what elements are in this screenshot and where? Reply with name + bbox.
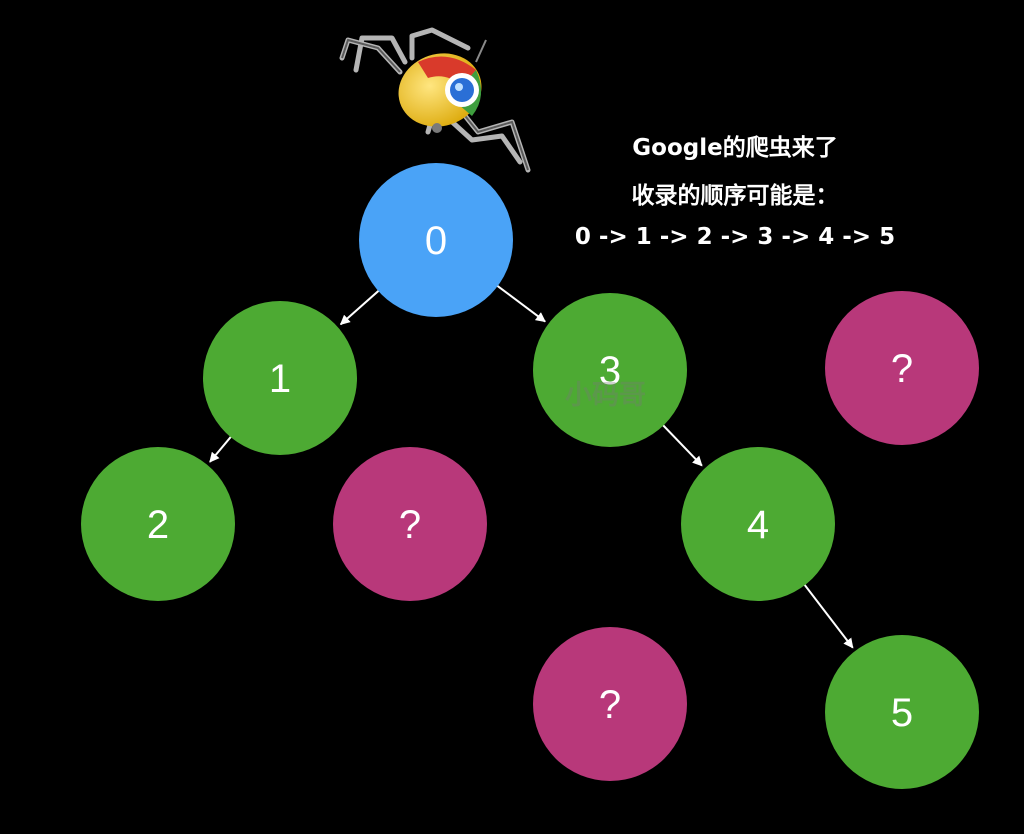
tree-node-nq2: ?	[333, 447, 487, 601]
node-label: 4	[747, 503, 769, 547]
caption-title: Google的爬虫来了	[632, 135, 838, 161]
tree-node-n1: 1	[203, 301, 357, 455]
edge-n0-to-n1	[339, 284, 385, 326]
edge-n3-to-n4	[657, 419, 703, 467]
node-label: 1	[269, 357, 291, 401]
node-label: ?	[891, 347, 913, 391]
tree-node-n5: 5	[825, 635, 979, 789]
caption-subtitle: 收录的顺序可能是：	[631, 183, 839, 209]
tree-node-n4: 4	[681, 447, 835, 601]
chrome-spider-robot-icon	[339, 27, 531, 173]
node-circle-visited	[81, 447, 235, 601]
node-circle-unknown	[533, 627, 687, 781]
node-label: ?	[599, 683, 621, 727]
node-label: ?	[399, 503, 421, 547]
tree-node-nq3: ?	[533, 627, 687, 781]
node-label: 2	[147, 503, 169, 547]
edge-n0-to-n3	[490, 280, 546, 323]
node-label: 0	[425, 219, 447, 263]
node-circle-visited	[533, 293, 687, 447]
tree-node-n2: 2	[81, 447, 235, 601]
edge-n4-to-n5	[799, 578, 854, 649]
caption-order-sequence: 0 -> 1 -> 2 -> 3 -> 4 -> 5	[574, 224, 896, 250]
watermark-text: 小码哥	[565, 380, 646, 411]
node-circle-unknown	[825, 291, 979, 445]
node-circle-visited	[203, 301, 357, 455]
node-circle-visited	[681, 447, 835, 601]
tree-node-n3: 3	[533, 293, 687, 447]
node-circle-unknown	[333, 447, 487, 601]
node-circle-visited	[825, 635, 979, 789]
node-label: 5	[891, 691, 913, 735]
tree-node-n0: 0	[359, 163, 513, 317]
tree-node-nq1: ?	[825, 291, 979, 445]
node-label: 3	[599, 349, 621, 393]
node-circle-root	[359, 163, 513, 317]
